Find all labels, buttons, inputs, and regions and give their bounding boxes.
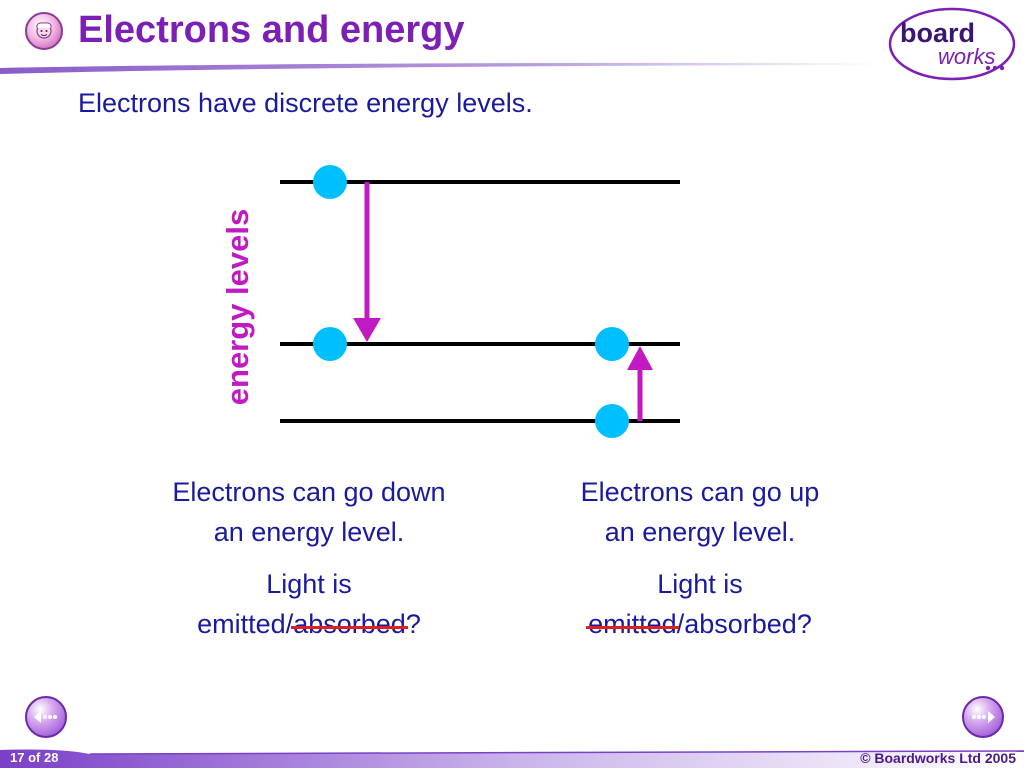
caption-down: Electrons can go down an energy level. L… bbox=[119, 472, 499, 644]
back-arrow-icon bbox=[34, 711, 57, 723]
electron-middle-left bbox=[313, 327, 347, 361]
option-emitted: emitted bbox=[197, 609, 286, 639]
energy-axis-label-text: energy levels bbox=[220, 208, 255, 406]
back-button[interactable] bbox=[25, 696, 67, 738]
caption-up-light-prefix: Light is bbox=[657, 569, 743, 599]
copyright-text: © Boardworks Ltd 2005 bbox=[860, 750, 1016, 766]
title-underline bbox=[0, 62, 880, 74]
page-title: Electrons and energy bbox=[78, 9, 465, 51]
caption-down-line2: an energy level. bbox=[213, 517, 405, 547]
page-total: 28 bbox=[44, 750, 59, 765]
footer-bar bbox=[0, 749, 1024, 768]
option-absorbed: absorbed bbox=[684, 609, 797, 639]
option-absorbed-struck: absorbed bbox=[291, 604, 408, 644]
electron-top bbox=[313, 165, 347, 199]
down-arrow-head bbox=[353, 318, 381, 342]
question-mark: ? bbox=[405, 609, 421, 639]
up-arrow-head bbox=[627, 346, 653, 370]
caption-up-line1: Electrons can go up bbox=[580, 477, 820, 507]
option-separator: / bbox=[676, 609, 685, 639]
option-separator: / bbox=[285, 609, 294, 639]
page-current: 17 bbox=[10, 750, 25, 765]
electron-bottom-right bbox=[595, 404, 629, 438]
forward-button[interactable] bbox=[962, 696, 1004, 738]
page-indicator: 17 of 28 bbox=[10, 750, 58, 765]
caption-up: Electrons can go up an energy level. Lig… bbox=[510, 472, 890, 644]
electron-middle-right bbox=[595, 327, 629, 361]
page-of: of bbox=[28, 750, 41, 765]
option-emitted-struck: emitted bbox=[586, 604, 679, 644]
caption-down-light-options: emitted/absorbed? bbox=[119, 604, 499, 644]
question-mark: ? bbox=[796, 609, 812, 639]
caption-up-line2: an energy level. bbox=[604, 517, 796, 547]
caption-down-light-prefix: Light is bbox=[266, 569, 352, 599]
svg-text:works: works bbox=[938, 44, 995, 69]
intro-text: Electrons have discrete energy levels. bbox=[78, 88, 533, 118]
scientist-head-icon bbox=[25, 12, 63, 50]
forward-arrow-icon bbox=[972, 711, 995, 723]
caption-down-line1: Electrons can go down bbox=[172, 477, 446, 507]
caption-up-light-options: emitted/absorbed? bbox=[510, 604, 890, 644]
svg-text:board: board bbox=[900, 18, 975, 48]
boardworks-logo: board works bbox=[888, 7, 1016, 81]
